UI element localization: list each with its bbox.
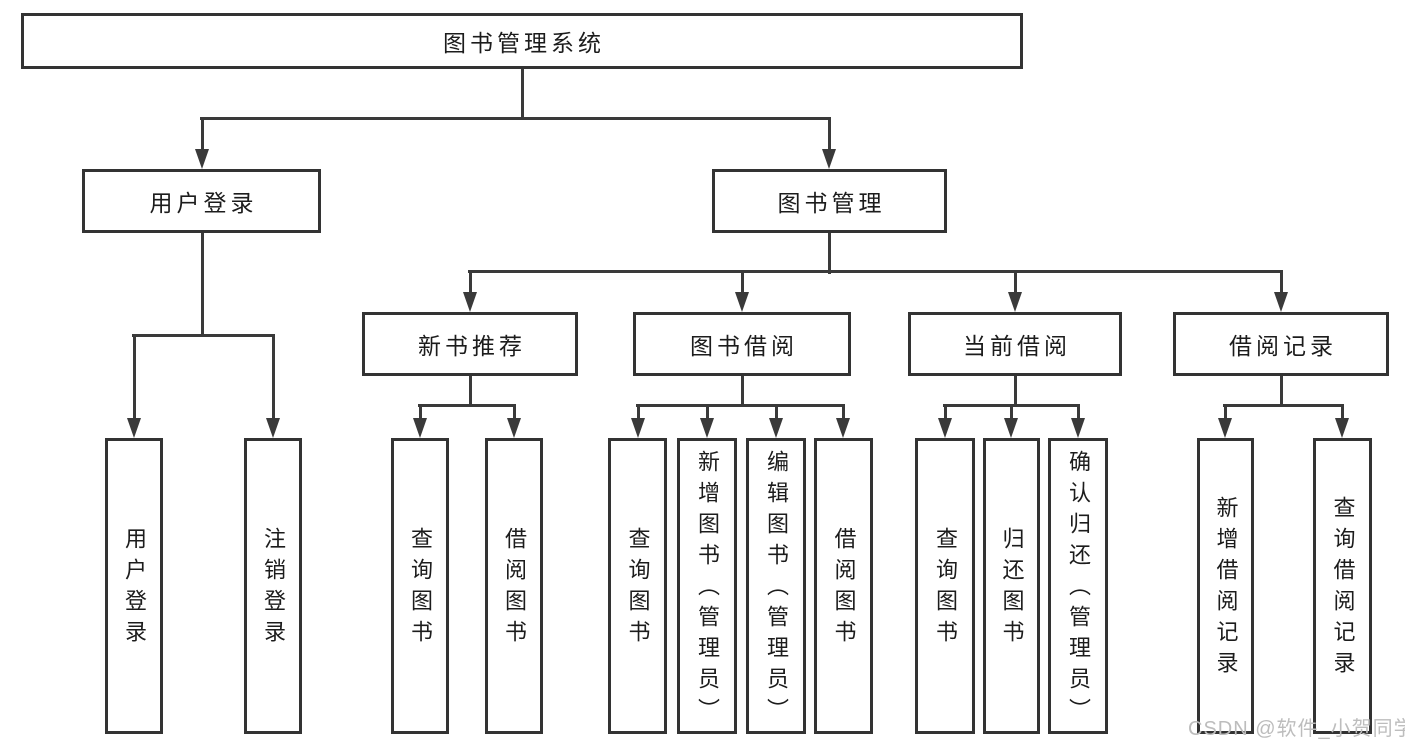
node-label: 借阅记录: [1229, 333, 1337, 359]
arrowhead-icon: [412, 418, 427, 438]
arrowhead-icon: [265, 418, 280, 438]
connector-line: [271, 335, 275, 420]
arrowhead-icon: [768, 418, 783, 438]
leaf-bb-query-books: 查询图书: [608, 438, 667, 734]
leaf-br-add-record: 新增借阅记录: [1197, 438, 1254, 734]
connector-line: [418, 403, 516, 407]
leaf-bb-add-books-admin: 新增图书（管理员）: [677, 438, 737, 734]
node-label: 新增图书（管理员）: [695, 449, 720, 729]
connector-line: [468, 376, 472, 407]
connector-line: [512, 405, 516, 420]
arrowhead-icon: [462, 292, 477, 312]
leaf-cb-return-books: 归还图书: [983, 438, 1040, 734]
node-current-borrowing: 当前借阅: [908, 312, 1122, 376]
leaf-bb-borrow-books: 借阅图书: [814, 438, 873, 734]
node-library-management-system: 图书管理系统: [21, 13, 1023, 69]
arrowhead-icon: [506, 418, 521, 438]
connector-line: [1223, 405, 1227, 420]
connector-line: [468, 269, 1283, 273]
node-user-login: 用户登录: [82, 169, 321, 233]
connector-line: [1223, 403, 1344, 407]
connector-line: [132, 335, 136, 420]
connector-line: [200, 233, 204, 337]
leaf-nb-borrow-books: 借阅图书: [485, 438, 543, 734]
leaf-cb-confirm-return-admin: 确认归还（管理员）: [1048, 438, 1108, 734]
connector-line: [1013, 271, 1017, 294]
arrowhead-icon: [1273, 292, 1288, 312]
node-label: 查询图书: [933, 527, 958, 651]
node-label: 新书推荐: [418, 333, 526, 359]
arrowhead-icon: [937, 418, 952, 438]
node-label: 借阅图书: [502, 527, 527, 651]
connector-line: [740, 376, 744, 407]
arrowhead-icon: [630, 418, 645, 438]
arrowhead-icon: [1070, 418, 1085, 438]
node-label: 查询借阅记录: [1330, 496, 1356, 682]
arrowhead-icon: [1007, 292, 1022, 312]
node-label: 图书借阅: [690, 333, 798, 359]
node-label: 查询图书: [625, 527, 651, 651]
node-label: 借阅图书: [831, 527, 857, 651]
node-book-management: 图书管理: [712, 169, 947, 233]
arrowhead-icon: [821, 149, 836, 169]
connector-line: [1076, 405, 1080, 420]
connector-line: [418, 405, 422, 420]
arrowhead-icon: [1217, 418, 1232, 438]
connector-line: [1279, 376, 1283, 407]
node-label: 编辑图书（管理员）: [764, 449, 789, 729]
node-label: 查询图书: [408, 527, 433, 651]
node-label: 归还图书: [999, 527, 1025, 651]
arrowhead-icon: [126, 418, 141, 438]
connector-line: [841, 405, 845, 420]
connector-line: [132, 333, 275, 337]
connector-line: [1340, 405, 1344, 420]
node-label: 新增借阅记录: [1213, 496, 1239, 682]
connector-line: [1279, 271, 1283, 294]
connector-line: [827, 118, 831, 151]
connector-line: [636, 405, 640, 420]
node-label: 注销登录: [261, 527, 286, 651]
leaf-user-login: 用户登录: [105, 438, 163, 734]
arrowhead-icon: [194, 149, 209, 169]
arrowhead-icon: [1334, 418, 1349, 438]
node-label: 当前借阅: [963, 333, 1071, 359]
connector-line: [520, 68, 524, 120]
connector-line: [200, 116, 831, 120]
connector-line: [774, 405, 778, 420]
connector-line: [1013, 376, 1017, 407]
node-label: 用户登录: [122, 527, 147, 651]
arrowhead-icon: [734, 292, 749, 312]
node-label: 图书管理系统: [443, 30, 605, 56]
connector-line: [827, 233, 831, 274]
leaf-logout: 注销登录: [244, 438, 302, 734]
connector-line: [468, 271, 472, 294]
arrowhead-icon: [1003, 418, 1018, 438]
node-new-book-recommendation: 新书推荐: [362, 312, 578, 376]
connector-line: [705, 405, 709, 420]
arrowhead-icon: [699, 418, 714, 438]
watermark: CSDN @软件_小贺同学: [1188, 718, 1405, 740]
leaf-br-query-record: 查询借阅记录: [1313, 438, 1372, 734]
leaf-bb-edit-books-admin: 编辑图书（管理员）: [746, 438, 806, 734]
leaf-cb-query-books: 查询图书: [915, 438, 975, 734]
connector-line: [943, 405, 947, 420]
connector-line: [1009, 405, 1013, 420]
node-label: 确认归还（管理员）: [1066, 449, 1091, 729]
node-book-borrowing: 图书借阅: [633, 312, 851, 376]
connector-line: [636, 403, 845, 407]
node-borrowing-records: 借阅记录: [1173, 312, 1389, 376]
connector-line: [740, 271, 744, 294]
node-label: 用户登录: [149, 190, 258, 216]
leaf-nb-query-books: 查询图书: [391, 438, 449, 734]
arrowhead-icon: [835, 418, 850, 438]
connector-line: [200, 118, 204, 151]
node-label: 图书管理: [777, 190, 886, 216]
